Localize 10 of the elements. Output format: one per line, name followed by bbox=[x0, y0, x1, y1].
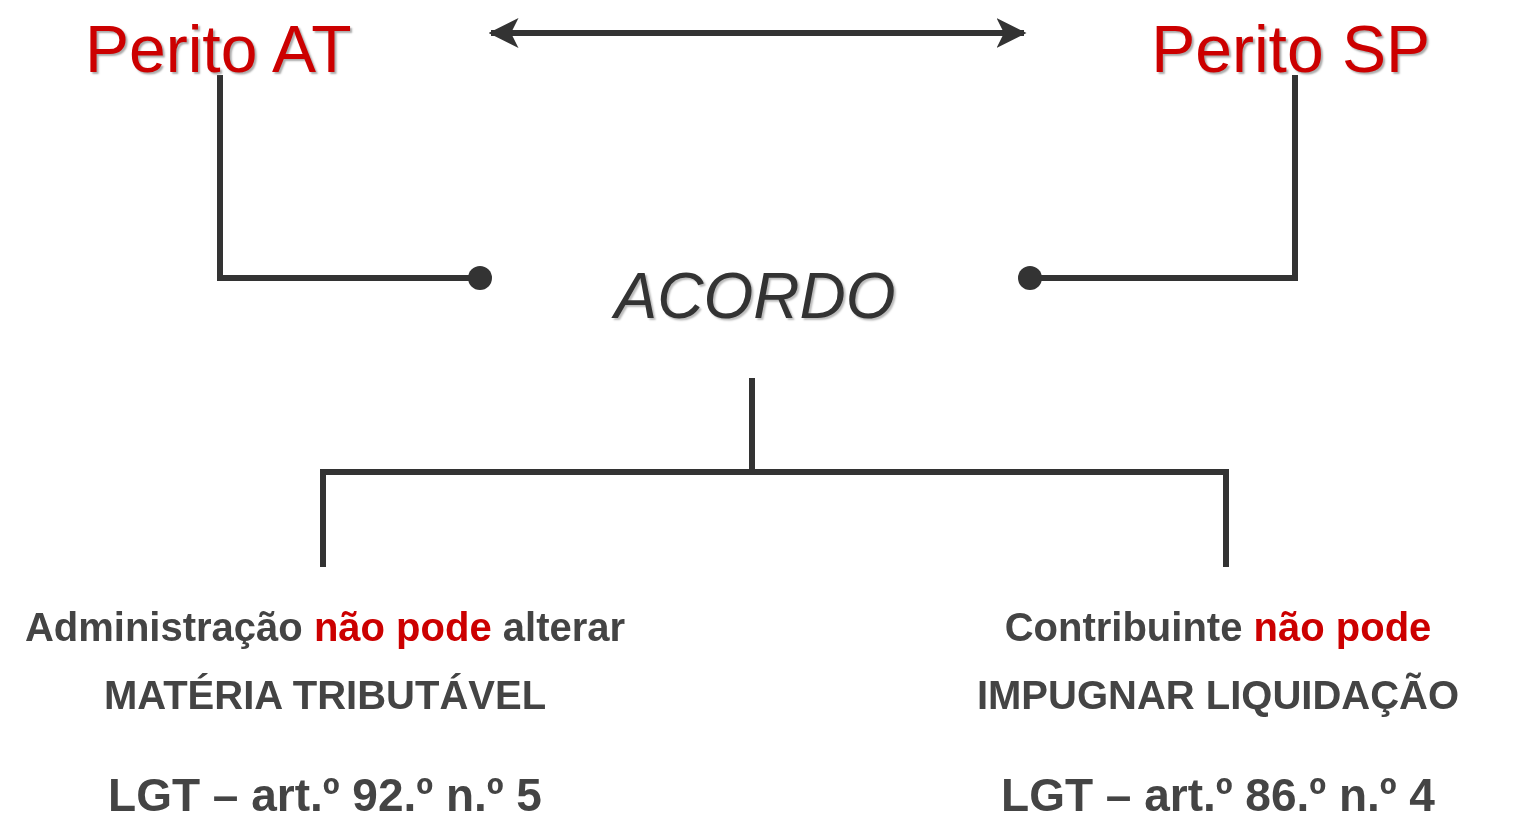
law-reference: LGT – art.º 92.º n.º 5 bbox=[108, 768, 542, 820]
title-text: Perito SP bbox=[1151, 11, 1430, 75]
law-reference: LGT – art.º 86.º n.º 4 bbox=[1001, 768, 1435, 820]
rule-text: Contribuinte não pode IMPUGNAR LIQUIDAÇÃO bbox=[975, 604, 1461, 719]
double-arrow bbox=[488, 18, 1027, 48]
title-text: Perito AT bbox=[85, 11, 352, 75]
connector-line bbox=[1018, 75, 1298, 290]
rule-text: Administração não pode alterar MATÉRIA TRIBUTÁVEL bbox=[23, 604, 627, 719]
connector-line bbox=[749, 378, 1229, 567]
connector-line bbox=[217, 75, 492, 290]
